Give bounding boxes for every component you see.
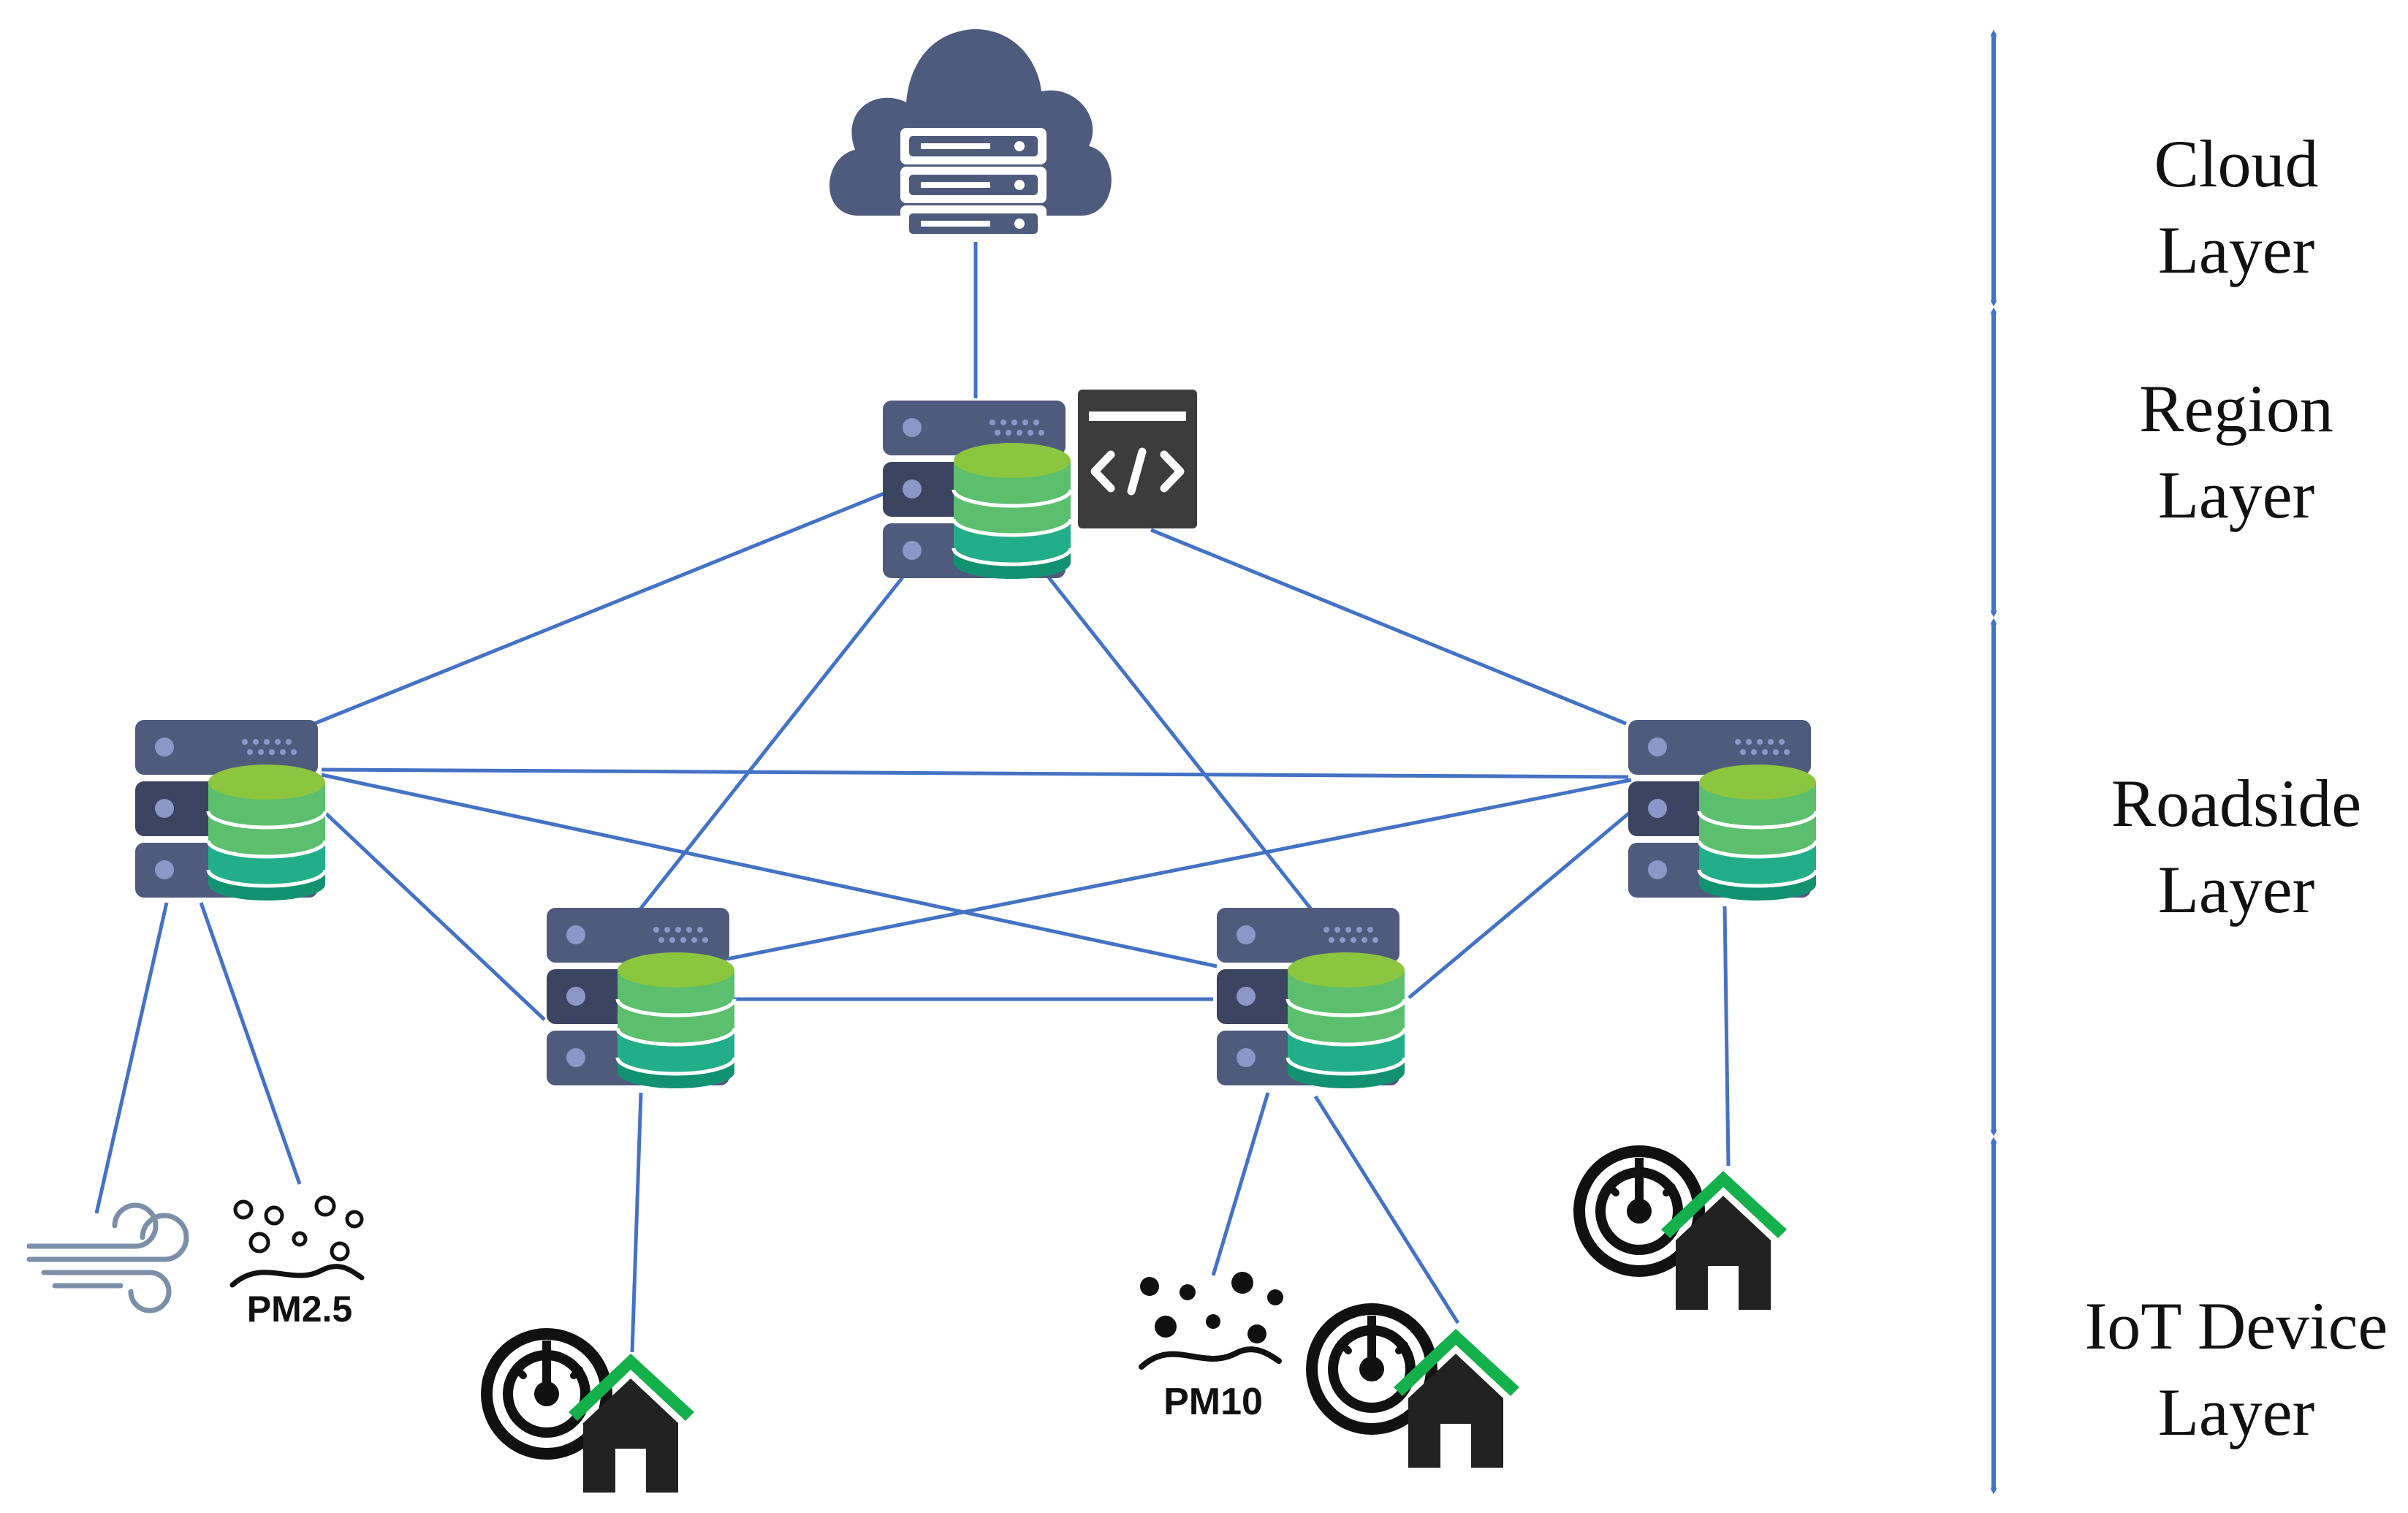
link-roadside-b-home <box>630 1092 643 1353</box>
iot-layer-label: IoT Device Layer <box>2046 1283 2408 1455</box>
cloud-layer-label-line2: Layer <box>2157 213 2315 287</box>
link-region-roadside-c <box>1047 576 1313 911</box>
region-layer-label: Region Layer <box>2046 365 2408 538</box>
region-layer-label-line1: Region <box>2139 371 2333 446</box>
smart-meter-home-icon <box>1306 1303 1519 1468</box>
smart-meter-home-icon <box>481 1328 694 1493</box>
cloud-layer-label: Cloud Layer <box>2046 121 2408 293</box>
link-roadside-d-home <box>1723 906 1731 1167</box>
roadside-server-icon <box>135 720 325 900</box>
link-roadside-b-d <box>726 778 1632 961</box>
roadside-server-icon <box>547 908 734 1088</box>
link-roadside-a-c <box>321 773 1218 968</box>
link-roadside-c-d <box>1408 810 1633 999</box>
link-region-roadside-d <box>1150 528 1627 726</box>
code-window-icon <box>1078 390 1197 528</box>
iot-layer-label-line2: Layer <box>2157 1375 2315 1449</box>
roadside-layer-label-line1: Roadside <box>2111 766 2362 841</box>
link-region-roadside-a <box>314 491 885 726</box>
pm10-label: PM10 <box>1163 1381 1263 1423</box>
iot-layer-label-line1: IoT Device <box>2084 1289 2388 1363</box>
wind-sensor-icon <box>29 1205 186 1311</box>
link-roadside-a-pm25 <box>199 902 302 1185</box>
link-roadside-a-d <box>321 767 1629 779</box>
roadside-layer-label-line2: Layer <box>2157 852 2315 927</box>
roadside-server-icon <box>1628 720 1816 900</box>
link-roadside-c-pm10 <box>1211 1092 1270 1276</box>
roadside-layer-label: Roadside Layer <box>2046 760 2408 933</box>
pm25-label: PM2.5 <box>247 1289 353 1330</box>
region-server-icon <box>883 401 1071 579</box>
cloud-server-icon <box>829 29 1112 242</box>
pm10-sensor-icon: PM10 <box>1139 1272 1283 1423</box>
roadside-server-icon <box>1217 908 1405 1088</box>
smart-meter-home-icon <box>1573 1145 1787 1310</box>
cloud-layer-label-line1: Cloud <box>2154 126 2319 201</box>
link-roadside-a-b <box>324 811 546 1021</box>
network-links <box>94 241 1731 1353</box>
link-region-roadside-b <box>638 576 904 911</box>
pm25-sensor-icon: PM2.5 <box>229 1195 365 1330</box>
link-roadside-a-wind <box>94 902 169 1214</box>
region-layer-label-line2: Layer <box>2157 458 2315 532</box>
link-roadside-c-home <box>1313 1095 1460 1324</box>
